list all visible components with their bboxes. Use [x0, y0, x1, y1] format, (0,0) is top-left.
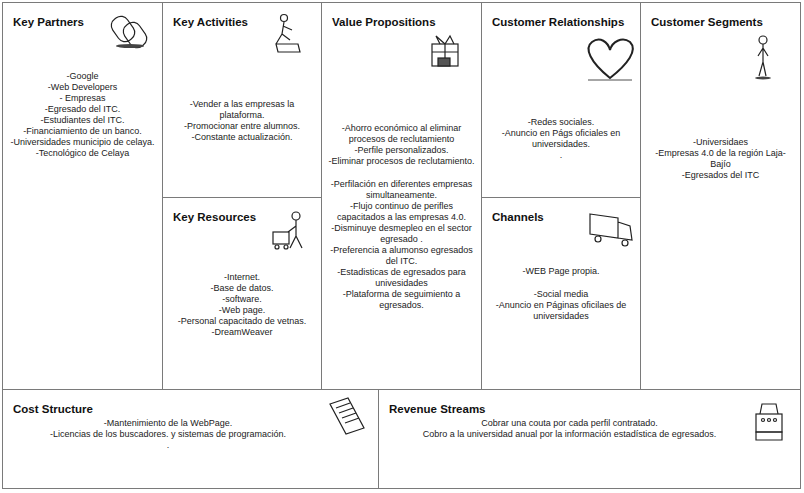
person-icon	[755, 36, 771, 80]
section-heading: Key Activities	[173, 16, 248, 28]
list-item: -Flujo continuo de perifles capacitados …	[328, 201, 475, 223]
section-heading: Key Resources	[173, 211, 256, 223]
channels-box: Channels -WEB Page propia. -Social media-A…	[481, 197, 641, 390]
section-heading: Customer Segments	[651, 16, 763, 28]
resources-icon	[273, 212, 302, 249]
list-item: -Constante actualización.	[169, 132, 315, 143]
section-body: -Universidaes-Empresas 4.0 de la región …	[647, 137, 794, 181]
list-item: -Estudiantes del ITC.	[9, 115, 156, 126]
section-body: Cobrar una couta por cada perfil contrat…	[399, 418, 740, 440]
list-item: -Internet.	[169, 272, 315, 283]
list-item: -Egresado del ITC.	[9, 104, 156, 115]
truck-icon	[590, 214, 632, 246]
list-item: -Plataforma de seguimiento a egresados.	[328, 289, 475, 311]
list-item: - Empresas	[9, 93, 156, 104]
list-item: -Mantenimiento de la WebPage.	[13, 418, 323, 429]
list-item: -Tecnológico de Celaya	[9, 148, 156, 159]
list-item: -Eliminar procesos de reclutamiento.	[328, 156, 475, 167]
section-body: -Google-Web Developers- Empresas-Egresad…	[9, 71, 156, 159]
customer-segments-box: Customer Segments -Universidaes-Empresas …	[640, 2, 801, 390]
gift-icon	[432, 36, 458, 66]
list-item: -Anuncio en Págs oficiales en universida…	[488, 128, 634, 150]
section-body: -Mantenimiento de la WebPage.-Licencias …	[13, 418, 323, 451]
receipt-icon	[330, 398, 364, 434]
section-heading: Cost Structure	[13, 403, 93, 415]
list-item: Cobro a la universidad anual por la info…	[399, 429, 740, 440]
list-item: .	[488, 150, 634, 161]
list-item: -Social media	[488, 289, 634, 300]
value-propositions-box: Value Propositions -Ahorro económico al e…	[321, 2, 482, 390]
section-body: -Vender a las empresas la plataforma.-Pr…	[169, 99, 315, 143]
list-item: -Financiamiento de un banco.	[9, 126, 156, 137]
list-item: .	[13, 440, 323, 451]
section-body: -Internet.-Base de datos.-software.-Web …	[169, 272, 315, 338]
list-item: -Estadisticas de egresados para univesid…	[328, 267, 475, 289]
key-partners-box: Key Partners -Google-Web Developers- Empr…	[2, 2, 163, 390]
section-heading: Customer Relationships	[492, 16, 624, 28]
section-heading: Key Partners	[13, 16, 84, 28]
list-item: -Web page.	[169, 305, 315, 316]
list-item: -Egresados del ITC	[647, 170, 794, 181]
key-activities-box: Key Activities -Vender a las empresas la …	[162, 2, 322, 198]
list-item: -WEB Page propia.	[488, 266, 634, 277]
list-item: -Universidades municipio de celaya.	[9, 137, 156, 148]
list-item: -Base de datos.	[169, 283, 315, 294]
section-heading: Channels	[492, 211, 544, 223]
list-item: -software.	[169, 294, 315, 305]
customer-relationships-box: Customer Relationships -Redes sociales.-A…	[481, 2, 641, 198]
key-resources-box: Key Resources -Internet.-Base de datos.-s…	[162, 197, 322, 390]
list-item: -Ahorro económico al eliminar procesos d…	[328, 123, 475, 145]
list-item: -Redes sociales.	[488, 117, 634, 128]
list-item: -Personal capacitado de vetnas.	[169, 316, 315, 327]
section-body: -WEB Page propia. -Social media-Anuncio e…	[488, 266, 634, 322]
list-item: -Licencias de los buscadores. y sistemas…	[13, 429, 323, 440]
section-heading: Revenue Streams	[389, 403, 486, 415]
list-item: Cobrar una couta por cada perfil contrat…	[399, 418, 740, 429]
section-body: -Redes sociales.-Anuncio en Págs oficial…	[488, 117, 634, 161]
register-icon	[756, 404, 782, 440]
list-item: -Google	[9, 71, 156, 82]
list-item: -Disminuye desmepleo en el sector egresa…	[328, 223, 475, 245]
cost-structure-box: Cost Structure -Mantenimiento de la WebPa…	[2, 389, 379, 489]
revenue-streams-box: Revenue StreamsCobrar una couta por cada…	[378, 389, 801, 489]
worker-icon	[276, 15, 300, 53]
section-heading: Value Propositions	[332, 16, 436, 28]
list-item: -Universidaes	[647, 137, 794, 148]
list-item: -Web Developers	[9, 82, 156, 93]
list-item: -Perfilación en diferentes empresas simu…	[328, 179, 475, 201]
heart-icon	[588, 40, 633, 80]
list-item: -Promocionar entre alumnos.	[169, 121, 315, 132]
chain-icon	[108, 13, 150, 51]
list-item: -DreamWeaver	[169, 327, 315, 338]
list-item: -Preferencia a alumonso egresados del IT…	[328, 245, 475, 267]
list-item: -Anuncio en Páginas oficilaes de univers…	[488, 300, 634, 322]
section-body: -Ahorro económico al eliminar procesos d…	[328, 123, 475, 311]
list-item: -Empresas 4.0 de la región Laja-Bajío	[647, 148, 794, 170]
list-item: -Perfile personalizados.	[328, 145, 475, 156]
list-item: -Vender a las empresas la plataforma.	[169, 99, 315, 121]
